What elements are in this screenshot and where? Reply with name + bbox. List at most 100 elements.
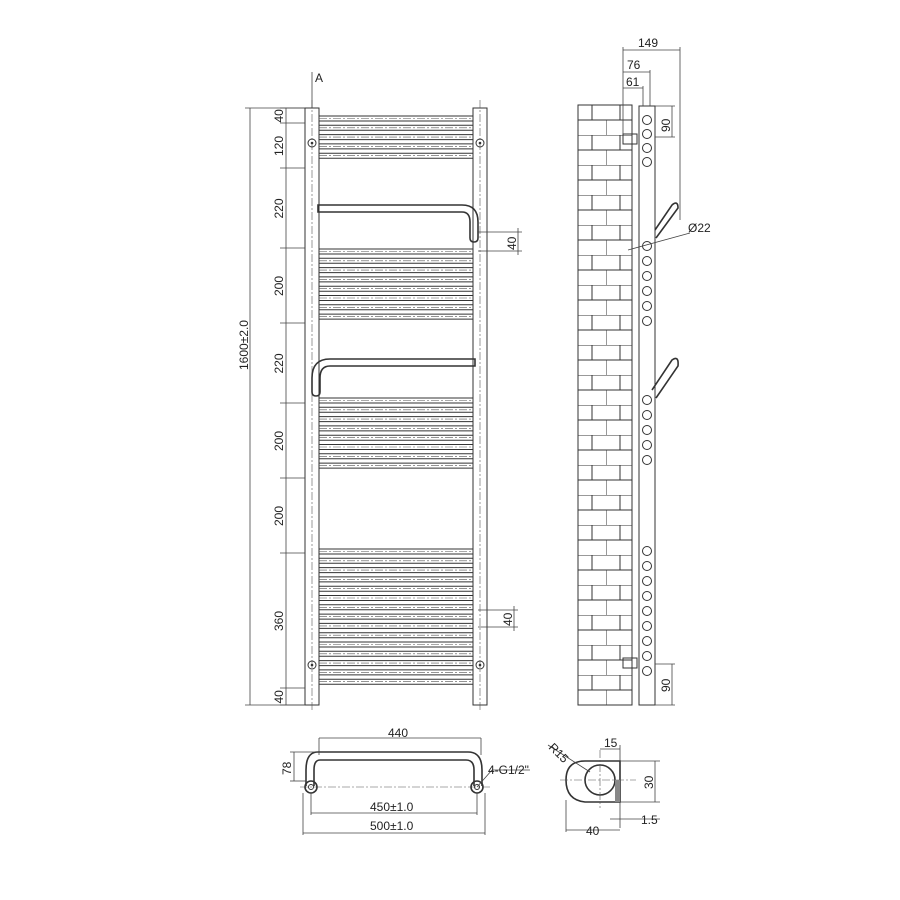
segment-dimension-label: 120	[272, 136, 286, 156]
section-width-label: 40	[586, 824, 600, 838]
tube-end	[642, 636, 652, 646]
connection-label: 4-G1/2"	[488, 763, 529, 777]
overall-height-label: 1600±2.0	[237, 320, 251, 370]
heating-bar	[319, 444, 473, 450]
tube-end	[642, 455, 652, 465]
bracket-bottom-label: 90	[659, 678, 673, 692]
tube-end	[642, 395, 652, 405]
heating-bar	[319, 669, 473, 676]
tube-end	[642, 606, 652, 616]
depth-wall-label: 61	[626, 75, 640, 89]
heating-bar	[319, 622, 473, 629]
width-top-label: 15	[604, 736, 618, 750]
wall-fixing-icon	[307, 138, 317, 148]
tube-end	[642, 410, 652, 420]
top-view-towel-bar	[305, 751, 483, 786]
heating-bar	[319, 453, 473, 460]
heating-bar	[319, 650, 473, 657]
section-wall-hatch	[615, 780, 620, 802]
heating-bar	[319, 295, 473, 301]
segment-dimension-label: 220	[272, 353, 286, 373]
tube-end	[642, 425, 652, 435]
height-label: 30	[642, 775, 656, 789]
heating-bar	[319, 576, 473, 583]
heating-bar	[319, 267, 473, 274]
tube-end	[642, 143, 652, 153]
segment-dimension-label: 200	[272, 431, 286, 451]
heating-bar	[319, 632, 473, 639]
right-rail	[472, 100, 488, 712]
towel-bar-offset-bottom-label: 40	[501, 612, 515, 626]
towel-bar-middle	[311, 358, 476, 397]
tube-end	[642, 286, 652, 296]
heating-bar	[319, 285, 473, 292]
bottom-bracket	[622, 657, 638, 669]
heating-bar	[319, 613, 473, 620]
heating-bar	[319, 416, 473, 423]
tube-end	[642, 271, 652, 281]
towel-bar-top	[317, 204, 479, 243]
heating-bar	[319, 660, 473, 667]
heating-bar	[319, 276, 473, 283]
overall-width-label: 500±1.0	[370, 819, 414, 833]
side-rail	[638, 105, 656, 706]
section-marker-label: A	[315, 71, 323, 85]
heating-bar	[319, 557, 473, 564]
segment-dimension-label: 220	[272, 198, 286, 218]
wall-fixing-icon	[307, 660, 317, 670]
heating-bar	[319, 257, 473, 264]
heating-bar	[319, 115, 473, 122]
radius-label: R15	[546, 740, 572, 766]
bracket-top-label: 90	[659, 118, 673, 132]
top-view: 440 78 4-G1/2" 450±1.0 500±1.0	[280, 726, 530, 835]
tube-end	[642, 576, 652, 586]
segment-dimension-label: 200	[272, 506, 286, 526]
wall-label: 1.5	[641, 813, 658, 827]
segment-dimension-label: 40	[272, 690, 286, 704]
tube-end	[642, 157, 652, 167]
tube-end	[642, 666, 652, 676]
tube-end	[642, 546, 652, 556]
depth-mid-label: 76	[627, 58, 641, 72]
segment-dimension-label: 200	[272, 276, 286, 296]
heating-bar	[319, 152, 473, 159]
heating-bar	[319, 567, 473, 574]
top-bracket	[622, 133, 638, 145]
segment-dimension-label: 40	[272, 109, 286, 123]
heating-bar	[319, 248, 473, 255]
heating-bar	[319, 304, 473, 311]
heating-bars	[319, 115, 473, 685]
heating-bar	[319, 434, 473, 441]
heating-bar	[319, 425, 473, 432]
segment-dimension-label: 360	[272, 611, 286, 631]
tube-end	[642, 301, 652, 311]
heating-bar	[319, 585, 473, 592]
heating-bar	[319, 313, 473, 320]
heating-bar	[319, 124, 473, 131]
heating-bar	[319, 548, 473, 555]
tube-end	[642, 651, 652, 661]
tube-end	[642, 129, 652, 139]
side-tube-ends	[642, 115, 652, 676]
tube-diameter-label: Ø22	[688, 221, 711, 235]
heating-bar	[319, 595, 473, 601]
center-distance-label: 450±1.0	[370, 800, 414, 814]
front-view: A 1600±2.0 40 120 220 200 220 200 200 360 40 40 …	[237, 71, 522, 712]
brick-wall	[577, 104, 633, 706]
heating-bar	[319, 406, 473, 413]
segment-dimensions: 40 120 220 200 220 200 200 360 40	[272, 107, 305, 706]
side-towel-hook-top	[654, 202, 679, 239]
tube-end	[642, 591, 652, 601]
tube-end	[642, 316, 652, 326]
side-towel-hook-middle	[651, 357, 679, 399]
tube-end	[642, 440, 652, 450]
bar-depth-label: 78	[280, 761, 294, 775]
towel-bar-offset-top-label: 40	[505, 236, 519, 250]
tube-end	[642, 115, 652, 125]
heating-bar	[319, 678, 473, 685]
wall-fixing-icon	[475, 138, 485, 148]
depth-total-label: 149	[638, 36, 658, 50]
heating-bar	[319, 604, 473, 611]
wall-fixing-icon	[475, 660, 485, 670]
heating-bar	[319, 462, 473, 469]
